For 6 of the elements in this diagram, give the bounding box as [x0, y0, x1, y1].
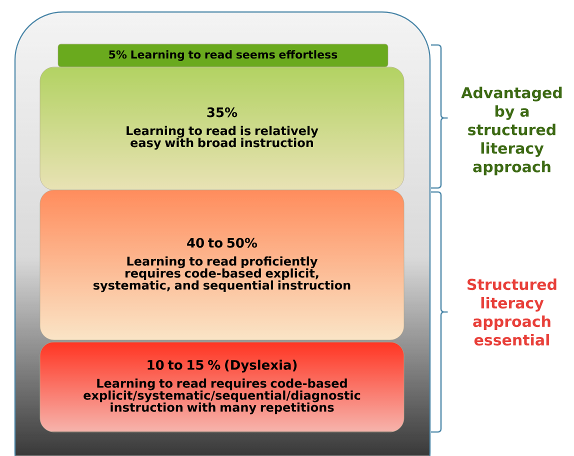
level-band: 40 to 50% Learning to read proficiently requires code-based explicit, systematic, and sequential instruction — [40, 190, 404, 340]
side-label: Structured literacy approach essential — [468, 278, 556, 346]
level-band: 10 to 15 % (Dyslexia) Learning to read requires code-based explicit/systematic/sequential/diagnostic instruction with many repetitions — [40, 342, 404, 432]
container-background — [14, 11, 431, 456]
side-label: Advantaged by a structured literacy approach — [461, 86, 562, 176]
level-band: 5% Learning to read seems effortless — [58, 44, 388, 68]
